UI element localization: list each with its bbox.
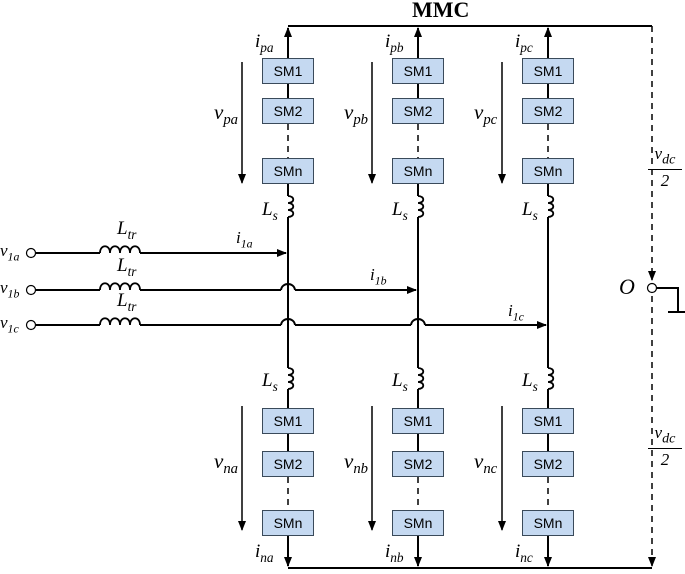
input-terminal-2 [25, 319, 37, 331]
input-terminal-0 [25, 247, 37, 259]
lower-arm-inductor-0 [287, 367, 295, 390]
upper-arm-inductor-1 [417, 195, 425, 218]
input-wire-hop-2-1 [410, 318, 426, 326]
lower-sm1-1: SM1 [392, 408, 444, 434]
upper-voltage-label-1: vpb [344, 100, 369, 129]
upper-voltage-label-2: vpc [474, 100, 498, 129]
lower-current-label-2: inc [515, 541, 533, 565]
upper-smn-1: SMn [392, 158, 444, 184]
lower-arm-inductor-2 [547, 367, 555, 390]
upper-inductor-label-2: Ls [522, 199, 538, 223]
upper-inductor-label-0: Ls [262, 199, 278, 223]
input-inductor-label-0: Ltr [117, 218, 137, 242]
ground-wire [657, 287, 679, 312]
lower-voltage-label-1: vnb [344, 449, 369, 478]
input-wire-hop-2-0 [280, 318, 296, 326]
upper-sm2-1: SM2 [392, 98, 444, 124]
upper-sm2-0: SM2 [262, 98, 314, 124]
upper-smn-0: SMn [262, 158, 314, 184]
input-inductor-1 [99, 282, 141, 291]
upper-smn-2: SMn [522, 158, 574, 184]
lower-sm2-2: SM2 [522, 451, 574, 477]
midpoint-label: O [619, 274, 635, 299]
upper-sm1-0: SM1 [262, 58, 314, 84]
upper-sm1-2: SM1 [522, 58, 574, 84]
input-voltage-label-2: v1c [0, 313, 19, 336]
input-current-label-0: i1a [236, 228, 253, 251]
upper-arm-inductor-0 [287, 195, 295, 218]
input-current-label-2: i1c [508, 301, 524, 324]
upper-inductor-label-1: Ls [392, 199, 408, 223]
input-current-label-1: i1b [370, 265, 387, 288]
lower-inductor-label-0: Ls [262, 370, 278, 394]
upper-current-label-0: ipa [255, 31, 274, 55]
upper-voltage-label-0: vpa [214, 100, 239, 129]
input-wire-hop-1-0 [280, 283, 296, 291]
lower-smn-0: SMn [262, 510, 314, 536]
lower-inductor-label-2: Ls [522, 370, 538, 394]
lower-sm1-2: SM1 [522, 408, 574, 434]
lower-sm2-0: SM2 [262, 451, 314, 477]
upper-current-label-1: ipb [385, 31, 404, 55]
lower-sm2-1: SM2 [392, 451, 444, 477]
lower-arm-inductor-1 [417, 367, 425, 390]
upper-current-label-2: ipc [515, 31, 533, 55]
input-inductor-2 [99, 317, 141, 326]
input-inductor-0 [99, 245, 141, 254]
upper-arm-inductor-2 [547, 195, 555, 218]
input-voltage-label-0: v1a [0, 241, 20, 264]
input-terminal-1 [25, 284, 37, 296]
lower-voltage-label-0: vna [214, 449, 239, 478]
lower-voltage-label-2: vnc [474, 449, 498, 478]
lower-inductor-label-1: Ls [392, 370, 408, 394]
lower-smn-1: SMn [392, 510, 444, 536]
lower-current-label-0: ina [255, 541, 274, 565]
upper-sm2-2: SM2 [522, 98, 574, 124]
lower-smn-2: SMn [522, 510, 574, 536]
midpoint-terminal [646, 282, 658, 294]
upper-sm1-1: SM1 [392, 58, 444, 84]
lower-current-label-1: inb [385, 541, 404, 565]
input-inductor-label-2: Ltr [117, 290, 137, 314]
diagram-title: MMC [412, 0, 470, 22]
lower-sm1-0: SM1 [262, 408, 314, 434]
input-inductor-label-1: Ltr [117, 255, 137, 279]
input-voltage-label-1: v1b [0, 278, 20, 301]
